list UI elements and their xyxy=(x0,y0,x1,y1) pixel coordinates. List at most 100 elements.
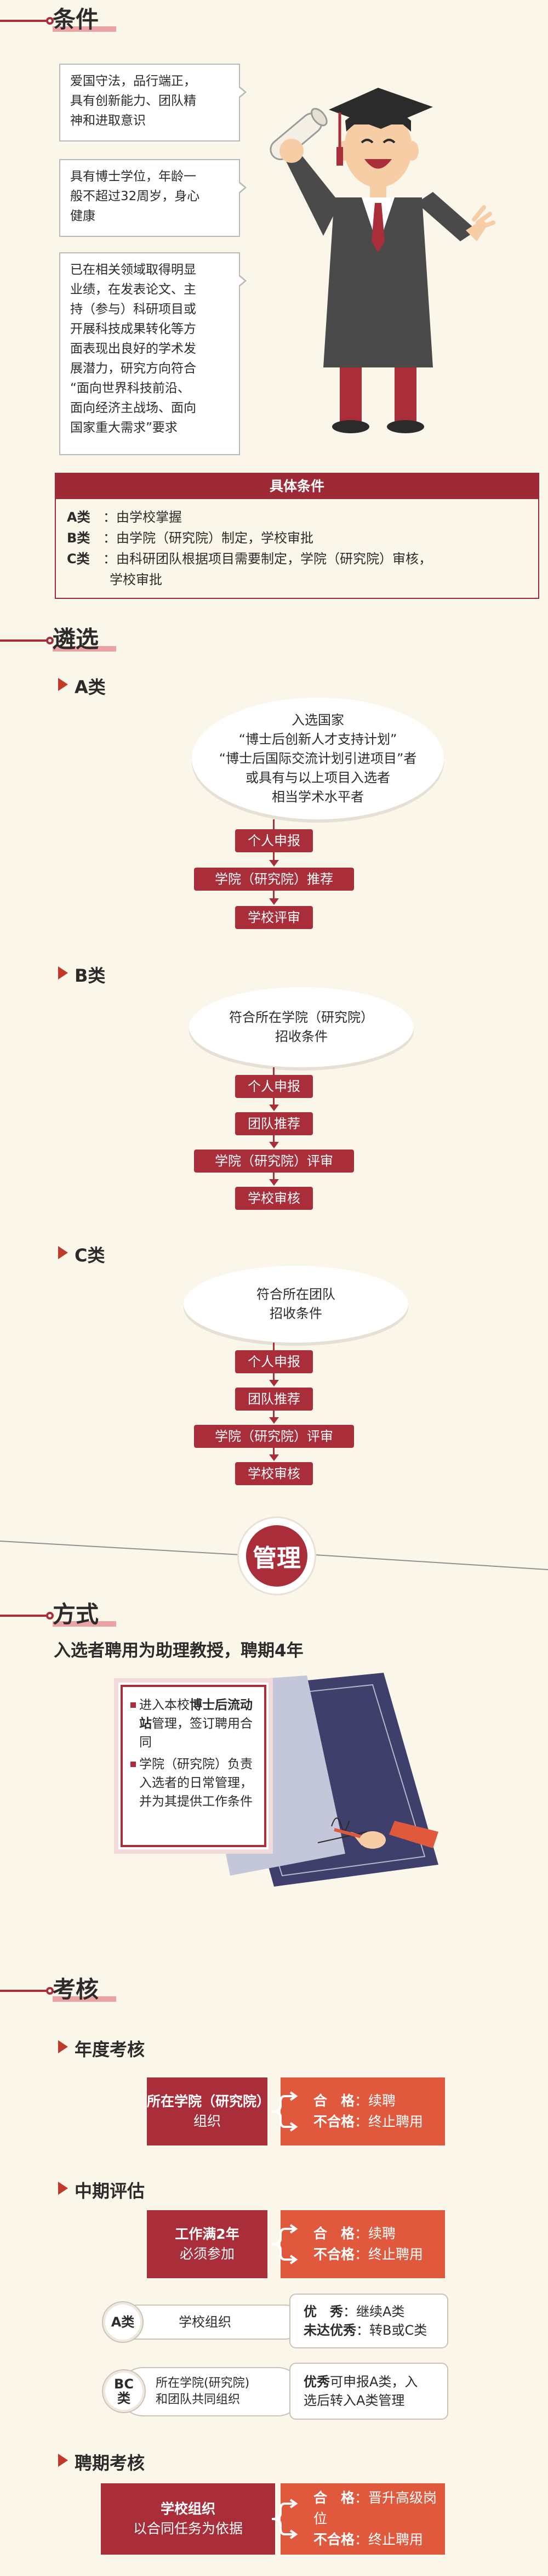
section-dot xyxy=(46,637,54,644)
result-text: ：终止聘用 xyxy=(355,2532,424,2547)
result-line: 优 秀：继续A类 xyxy=(304,2302,404,2321)
graduate-illustration xyxy=(270,88,495,433)
flow-step: 个人申报 xyxy=(235,829,313,852)
spec-label: B类 xyxy=(67,530,90,546)
specific-conditions-panel: 具体条件 A类：由学校掌握 B类：由学院（研究院）制定，学校审批 C类：由科研团… xyxy=(55,473,539,599)
section-bar xyxy=(0,639,48,642)
selection-c-title: C类 xyxy=(75,1245,105,1266)
result-label: 不合格 xyxy=(313,2246,355,2262)
triangle-icon xyxy=(58,678,68,691)
triangle-icon xyxy=(58,2040,68,2053)
spec-label: A类 xyxy=(67,509,90,525)
condition-line: 健康 xyxy=(70,209,95,223)
management-badge: 管理 xyxy=(239,1518,315,1594)
assessment-title: 考核 xyxy=(53,1976,99,2003)
document-item-2-text: 学院（研究院）负责入选者的日常管理，并为其提供工作条件 xyxy=(139,1757,253,1809)
criteria-line: 招收条件 xyxy=(270,1306,322,1321)
spec-text: ：由科研团队根据项目需要制定，学院（研究院）审核， xyxy=(103,551,432,567)
spec-text: ：由学院（研究院）制定，学校审批 xyxy=(103,530,313,546)
result-text: ：终止聘用 xyxy=(355,2114,424,2130)
selection-c-criteria: 符合所在团队 招收条件 xyxy=(184,1266,408,1343)
method-description: 入选者聘用为助理教授，聘期4年 xyxy=(54,1641,304,1661)
result-label: 优秀 xyxy=(304,2374,330,2390)
midterm-bc-badge-line: BC xyxy=(114,2376,134,2392)
result-text: ：续聘 xyxy=(355,2226,396,2241)
annual-results: 合 格：续聘 不合格：终止聘用 xyxy=(281,2077,445,2145)
flow-line xyxy=(273,1135,275,1143)
section-underline xyxy=(53,646,116,652)
hiring-organizer-main: 学校组织 xyxy=(160,2501,215,2517)
section-underline xyxy=(53,26,116,32)
condition-line: 面表现出良好的学术发 xyxy=(70,342,196,356)
result-text: ：终止聘用 xyxy=(355,2246,424,2262)
midterm-bc-badge: BC 类 xyxy=(102,2369,146,2413)
spec-row-c: C类 ：由科研团队根据项目需要制定，学院（研究院）审核， xyxy=(67,548,527,569)
document-item-1-bold: 博士后流动站 xyxy=(139,1698,253,1731)
result-text: ：转B或C类 xyxy=(356,2323,427,2338)
midterm-trigger-sub: 必须参加 xyxy=(179,2246,235,2262)
annual-title: 年度考核 xyxy=(75,2039,145,2060)
management-divider xyxy=(0,1541,548,1570)
condition-line: 爱国守法，品行端正， xyxy=(70,74,196,88)
branch-brace-icon xyxy=(271,2091,298,2132)
flow-step: 团队推荐 xyxy=(235,1112,313,1135)
midterm-bc-results: 优秀可申报A类，入 选后转入A类管理 xyxy=(289,2363,448,2420)
triangle-icon xyxy=(58,2454,68,2467)
section-dot xyxy=(46,17,54,25)
flow-line xyxy=(273,852,275,861)
criteria-line: 符合所在学院（研究院） xyxy=(229,1010,374,1025)
result-line: 未达优秀：转B或C类 xyxy=(304,2321,427,2340)
midterm-a-organizer-text: 学校组织 xyxy=(179,2314,231,2330)
condition-line: 面向经济主战场、面向 xyxy=(70,401,196,415)
arrow-down-icon xyxy=(269,1179,279,1186)
document-item-1-text: 进入本校博士后流动站管理，签订聘用合同 xyxy=(139,1696,262,1752)
midterm-bc-organizer: 所在学院(研究院) 和团队共同组织 xyxy=(118,2367,302,2416)
result-line: 合 格：晋升高级岗位 xyxy=(313,2488,445,2529)
flow-step: 学院（研究院）推荐 xyxy=(194,868,354,891)
document-item-1-post: 管理，签订聘用合同 xyxy=(139,1717,253,1750)
flow-step: 个人申报 xyxy=(235,1350,313,1373)
condition-box-3: 已在相关领域取得明显 业绩，在发表论文、主 持（参与）科研项目或 开展科技成果转… xyxy=(59,252,247,455)
condition-line: 展潜力，研究方向符合 xyxy=(70,361,196,376)
pointer-triangle xyxy=(238,181,247,194)
result-label: 未达优秀 xyxy=(304,2323,356,2338)
midterm-bc-organizer-line: 和团队共同组织 xyxy=(156,2393,241,2407)
hiring-organizer: 学校组织 以合同任务为依据 xyxy=(101,2483,275,2555)
specific-conditions-body: A类：由学校掌握 B类 ：由学院（研究院）制定，学校审批 C类 ：由科研团队根据项目… xyxy=(56,499,538,598)
result-line: 不合格：终止聘用 xyxy=(313,2529,445,2550)
management-badge-label: 管理 xyxy=(246,1525,307,1587)
condition-line: “面向世界科技前沿、 xyxy=(70,381,190,395)
result-text: ：晋升高级岗位 xyxy=(313,2490,437,2527)
section-bar xyxy=(0,1990,48,1992)
flow-line xyxy=(273,891,275,899)
document-item-2: 学院（研究院）负责入选者的日常管理，并为其提供工作条件 xyxy=(130,1755,262,1811)
triangle-icon xyxy=(58,966,68,980)
midterm-results-text: 合 格：续聘 不合格：终止聘用 xyxy=(313,2223,423,2265)
arrow-down-icon xyxy=(269,1417,279,1424)
spec-label: C类 xyxy=(67,551,90,567)
section-bar xyxy=(0,20,48,22)
result-line: 合 格：续聘 xyxy=(313,2223,423,2244)
condition-line: 已在相关领域取得明显 xyxy=(70,263,196,277)
result-label: 合 格 xyxy=(313,2490,355,2506)
arrow-down-icon xyxy=(269,1454,279,1461)
condition-box-1: 爱国守法，品行端正， 具有创新能力、团队精 神和进取意识 xyxy=(59,64,247,141)
spec-row-a: A类：由学校掌握 xyxy=(67,507,527,528)
flow-line xyxy=(273,1343,275,1350)
section-underline xyxy=(53,1996,116,2002)
selection-a-criteria: 入选国家 “博士后创新人才支持计划” “博士后国际交流计划引进项目”者 或具有与… xyxy=(192,698,444,819)
selection-b-title: B类 xyxy=(75,965,106,986)
flow-line xyxy=(273,1098,275,1106)
document-item-1-pre: 进入本校 xyxy=(139,1698,190,1712)
triangle-icon xyxy=(58,2182,68,2195)
flow-line xyxy=(273,1173,275,1180)
result-line: 优秀可申报A类，入 xyxy=(304,2373,418,2391)
spec-row-b: B类 ：由学院（研究院）制定，学校审批 xyxy=(67,528,527,548)
result-line: 不合格：终止聘用 xyxy=(313,2244,423,2265)
pointer-triangle xyxy=(238,86,247,99)
document-item-1: 进入本校博士后流动站管理，签订聘用合同 xyxy=(130,1696,262,1752)
annual-organizer-main: 所在学院（研究院） xyxy=(147,2093,271,2109)
result-text: ：继续A类 xyxy=(343,2304,405,2319)
flow-line xyxy=(273,1373,275,1381)
criteria-line: “博士后创新人才支持计划” xyxy=(238,731,397,747)
